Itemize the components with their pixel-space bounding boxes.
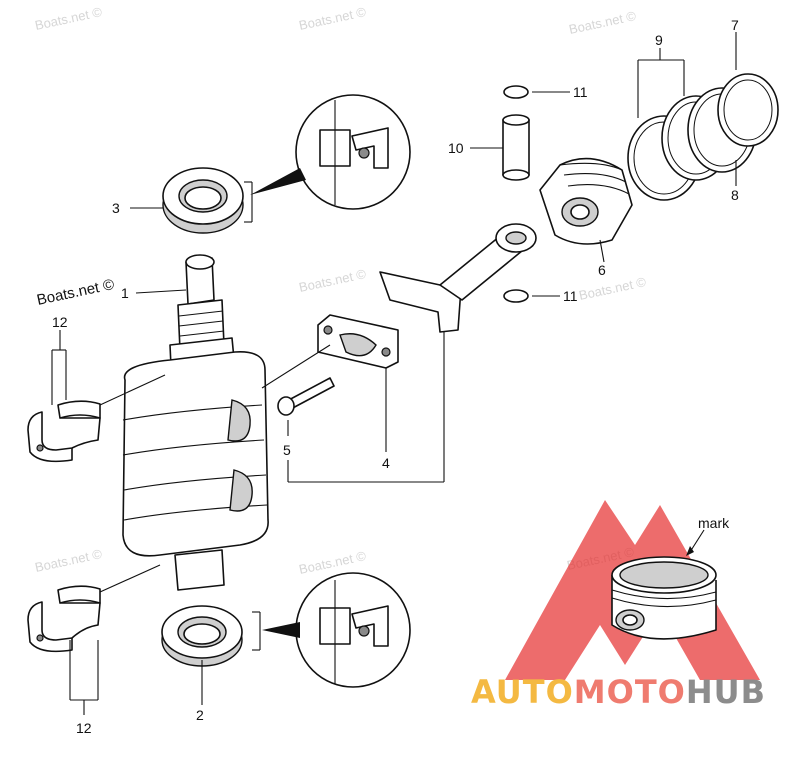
bearing-lower [27, 585, 101, 653]
callout-4: 4 [382, 455, 390, 471]
watermark: Boats.net © [298, 266, 368, 295]
crankshaft [122, 254, 269, 591]
logo-part-hub: HUB [686, 673, 766, 711]
watermark: Boats.net © [578, 274, 648, 303]
watermark-dark: Boats.net © [35, 276, 115, 309]
callout-3: 3 [112, 200, 120, 216]
circlip-upper [503, 85, 529, 99]
callout-numbers: 3 1 2 4 5 6 7 8 9 10 11 11 12 12 [52, 17, 739, 736]
rod-cap [317, 314, 399, 369]
callout-5: 5 [283, 442, 291, 458]
callout-12-lower: 12 [76, 720, 92, 736]
bearing-upper [27, 400, 101, 463]
watermark: Boats.net © [568, 8, 638, 37]
callout-12-upper: 12 [52, 314, 68, 330]
oil-seal-upper [162, 167, 244, 234]
leader-lines [99, 32, 737, 705]
callout-9: 9 [655, 32, 663, 48]
watermark: Boats.net © [34, 546, 104, 575]
piston-rings-7-8 [687, 73, 779, 173]
seal-detail-top [244, 94, 411, 223]
rod-bolt [277, 377, 335, 416]
mark-label: mark [698, 515, 730, 531]
svg-text:AUTOMOTOHUB: AUTOMOTOHUB [471, 673, 766, 711]
watermark: Boats.net © [34, 4, 104, 33]
circlip-lower [503, 289, 529, 303]
callout-1: 1 [121, 285, 129, 301]
bracket-12-lower [69, 640, 99, 715]
callout-6: 6 [598, 262, 606, 278]
logo-part-auto: AUTO [471, 673, 574, 711]
oil-seal-lower [161, 605, 243, 667]
piston-pin [502, 114, 530, 181]
seal-detail-bottom [252, 572, 411, 688]
connecting-rod [379, 223, 537, 333]
piston [539, 157, 633, 245]
watermark: Boats.net © [298, 4, 368, 33]
callout-2: 2 [196, 707, 204, 723]
callout-7: 7 [731, 17, 739, 33]
bracket-12-upper [51, 330, 67, 405]
callout-8: 8 [731, 187, 739, 203]
callout-11-lower: 11 [563, 288, 578, 304]
piston-mark-inset: mark [611, 515, 730, 640]
logo-part-moto: MOTO [574, 673, 686, 711]
logo-wordmark: AUTOMOTOHUB [471, 673, 766, 711]
callout-11-upper: 11 [573, 84, 588, 100]
callout-10: 10 [448, 140, 464, 156]
